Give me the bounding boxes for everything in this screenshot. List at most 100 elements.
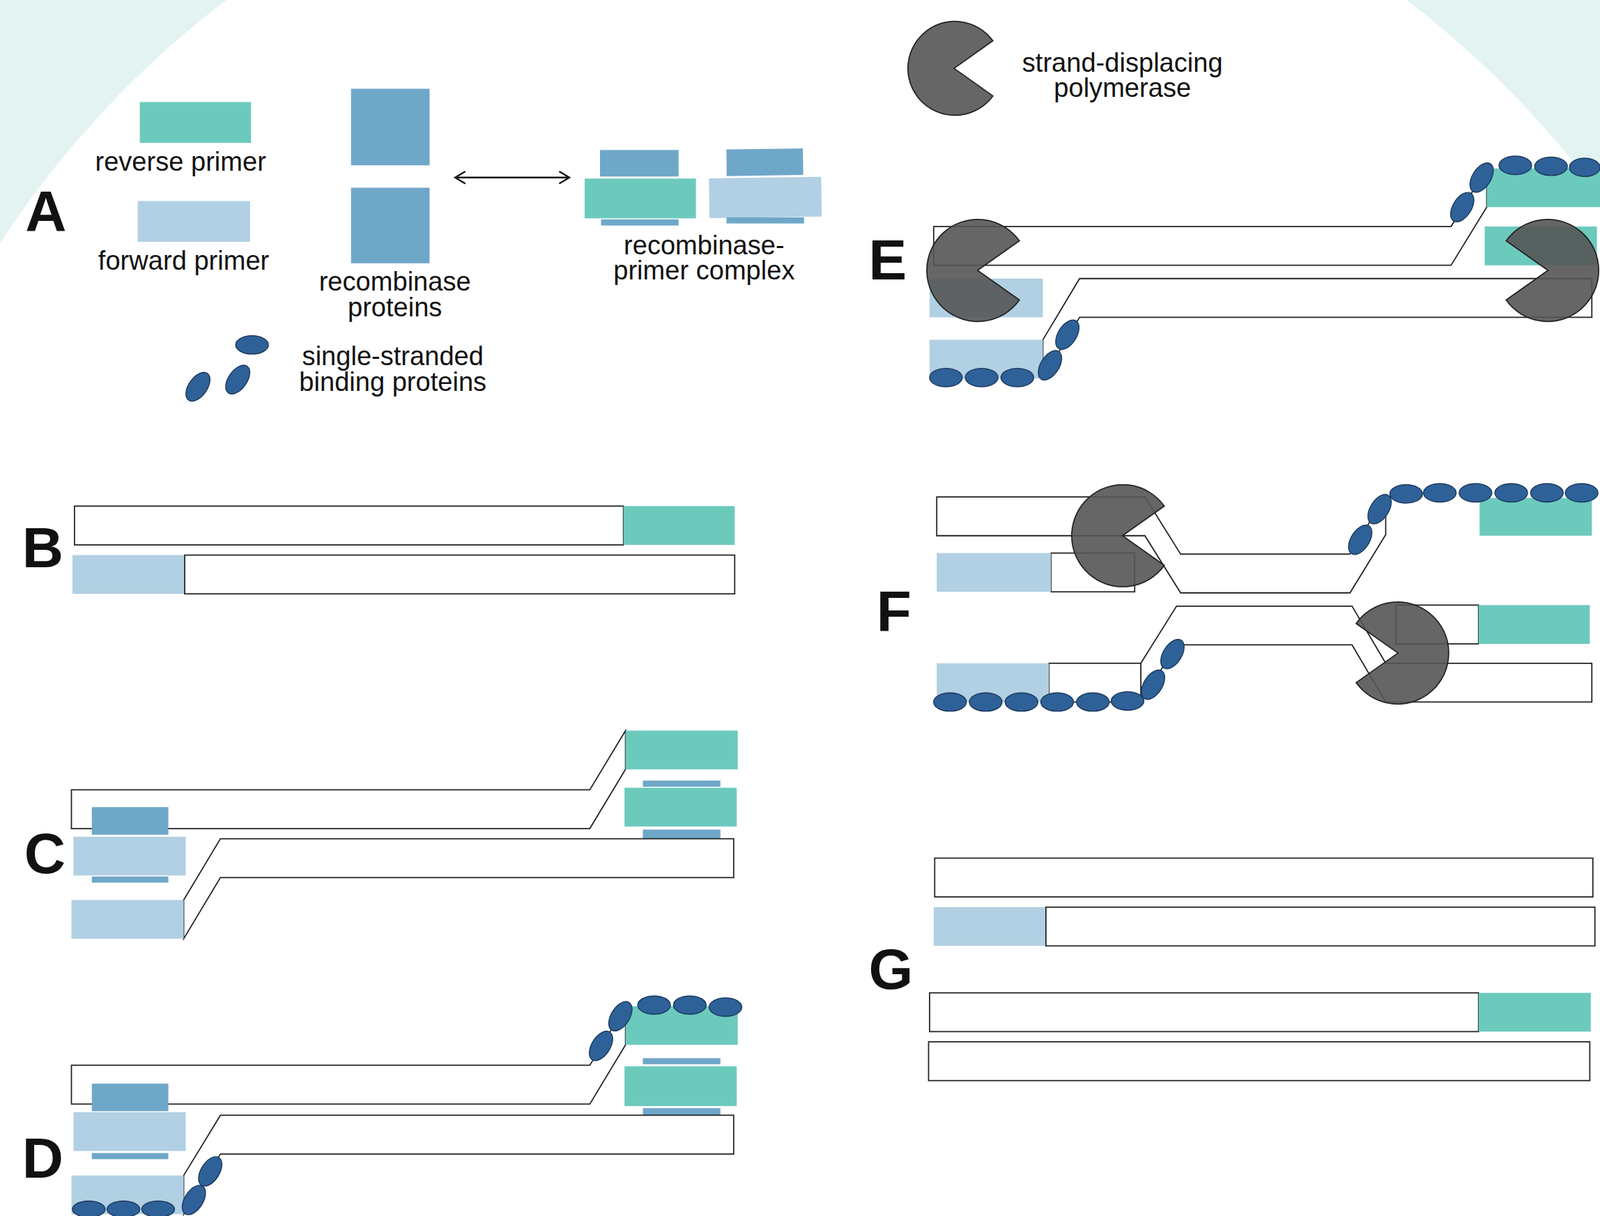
ssb-protein	[1465, 158, 1499, 197]
ssb-protein	[177, 1181, 211, 1216]
ssb-protein	[604, 997, 637, 1036]
reverse-primer	[624, 1066, 737, 1106]
reverse-primer	[623, 505, 736, 545]
ssb-protein	[673, 995, 706, 1014]
forward-primer	[72, 555, 185, 595]
ssb-protein	[1389, 485, 1423, 504]
reverse-primer	[584, 178, 697, 219]
panel-letter: A	[10, 178, 83, 244]
ssb-protein	[235, 335, 269, 355]
panel-letter: G	[855, 936, 927, 1003]
recombinase	[91, 1083, 169, 1112]
polymerase	[926, 219, 1020, 322]
legend-text: recombinase proteins	[277, 269, 513, 321]
dna-strand	[929, 993, 1479, 1033]
panel-d	[71, 995, 743, 1216]
panel-letter: F	[857, 579, 930, 646]
recombinase	[91, 876, 169, 883]
recombinase	[726, 217, 805, 224]
ssb-protein	[72, 1200, 106, 1216]
dna-strand	[1045, 907, 1596, 947]
ssb-protein	[181, 367, 215, 406]
ssb-protein	[1156, 635, 1189, 674]
reverse-primer	[1479, 498, 1592, 536]
dna-strand	[1043, 278, 1593, 380]
ssb-protein	[929, 368, 963, 387]
dna-strand	[936, 496, 1386, 594]
ssb-protein	[1569, 158, 1600, 177]
panel-f	[933, 483, 1598, 712]
ssb-protein	[1050, 315, 1084, 354]
panel-b	[72, 505, 735, 594]
polymerase	[1356, 602, 1449, 704]
dna-strand	[928, 1041, 1591, 1081]
legend-text: reverse primer	[57, 149, 303, 175]
legend-swatch	[351, 88, 430, 166]
dna-strand	[184, 555, 735, 595]
ssb-protein	[193, 1152, 227, 1191]
legend-swatch	[140, 101, 252, 143]
panel-letter: C	[9, 821, 81, 888]
forward-primer	[73, 836, 186, 876]
panel-g	[928, 857, 1596, 1081]
legend-text: forward primer	[61, 248, 306, 274]
ssb-protein	[1000, 368, 1034, 387]
panel-letter: D	[6, 1125, 79, 1191]
forward-primer	[933, 907, 1046, 947]
ssb-protein	[1004, 692, 1038, 711]
recombinase	[91, 806, 169, 835]
panel-c	[71, 730, 738, 939]
recombinase	[726, 148, 803, 177]
ssb-protein	[1445, 188, 1479, 226]
recombinase	[643, 1057, 721, 1065]
ssb-protein	[1076, 692, 1110, 711]
ssb-protein	[709, 997, 743, 1017]
reverse-primer	[624, 787, 737, 827]
ssb-protein	[1565, 483, 1598, 502]
dna-strand	[74, 505, 624, 545]
legend-swatch	[351, 187, 430, 263]
ssb-protein	[1111, 691, 1145, 711]
panel-e	[926, 156, 1600, 387]
legend-text: single-stranded binding proteins	[259, 343, 526, 395]
panel-letter: B	[6, 514, 79, 581]
recombinase	[643, 780, 721, 787]
legend-swatches	[137, 88, 430, 263]
dna-strand	[933, 168, 1488, 266]
ssb-protein	[107, 1200, 141, 1216]
panel-letter: E	[852, 227, 925, 294]
dna-strand	[183, 1114, 734, 1214]
ssb-protein	[1041, 692, 1074, 711]
equilibrium-arrow	[455, 171, 570, 184]
forward-primer	[708, 177, 822, 219]
ssb-protein	[1423, 483, 1457, 502]
recombinase	[600, 219, 679, 226]
ssb-protein	[933, 692, 967, 711]
reverse-primer	[625, 730, 738, 770]
dna-strand	[934, 857, 1593, 897]
legend-text: recombinase-primer complex	[597, 232, 812, 284]
ssb-protein	[1498, 156, 1532, 175]
forward-primer	[936, 553, 1051, 593]
reverse-primer	[1478, 604, 1591, 644]
ssb-protein	[969, 692, 1003, 711]
ssb-protein	[220, 360, 255, 399]
polymerase	[1071, 485, 1165, 587]
polymerase	[908, 21, 994, 116]
ssb-protein	[637, 995, 671, 1014]
ssb-protein	[142, 1200, 175, 1216]
ssb-protein	[584, 1027, 618, 1065]
ssb-protein	[1530, 483, 1564, 502]
dna-strand	[183, 839, 734, 940]
legend-text: strand-displacing polymerase	[979, 50, 1266, 102]
forward-primer	[73, 1112, 186, 1152]
forward-primer	[71, 900, 184, 940]
panel-a	[181, 21, 994, 406]
reverse-primer	[1478, 993, 1591, 1033]
ssb-protein	[1459, 483, 1492, 502]
ssb-protein	[1033, 346, 1067, 384]
ssb-protein	[1534, 157, 1568, 176]
